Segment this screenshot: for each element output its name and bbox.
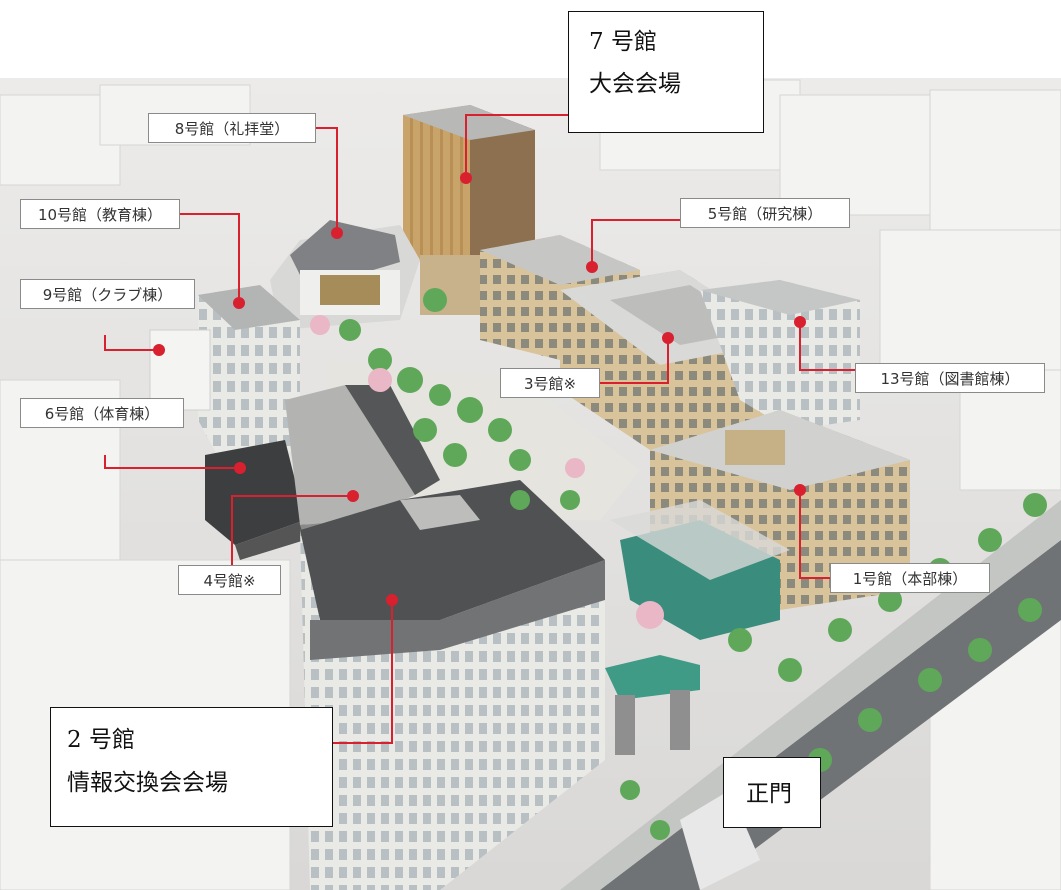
building-8 xyxy=(270,220,420,330)
label-building-9: 9号館（クラブ棟） xyxy=(20,279,195,309)
label-building-5: 5号館（研究棟） xyxy=(680,198,850,228)
label-building-13: 13号館（図書館棟） xyxy=(855,363,1045,393)
building-6 xyxy=(205,440,305,560)
label-building-3: 3号館※ xyxy=(500,368,600,398)
callout-main-gate-label: 正門 xyxy=(746,781,792,807)
sidewalk xyxy=(560,500,1061,890)
label-building-8: 8号館（礼拝堂） xyxy=(148,113,316,143)
building-13 xyxy=(700,280,860,430)
callout-building-2-number: 2 号館 xyxy=(67,727,135,753)
leader-lines xyxy=(104,114,855,744)
trees xyxy=(310,288,1047,840)
label-building-4: 4号館※ xyxy=(178,565,281,595)
callout-building-7-number: 7 号館 xyxy=(589,29,657,55)
label-building-1: 1号館（本部棟） xyxy=(830,563,990,593)
building-7 xyxy=(403,105,535,315)
building-2 xyxy=(300,480,605,890)
building-10-9 xyxy=(149,285,300,460)
label-building-10: 10号館（教育棟） xyxy=(20,199,180,229)
callout-building-2: 2 号館 情報交換会会場 xyxy=(50,707,333,827)
location-dots xyxy=(153,172,806,606)
label-building-6: 6号館（体育棟） xyxy=(20,398,184,428)
callout-main-gate: 正門 xyxy=(723,757,821,828)
callout-building-7-event: 大会会場 xyxy=(589,71,681,97)
main-gate xyxy=(605,655,700,755)
callout-building-2-event: 情報交換会会場 xyxy=(67,770,228,796)
callout-building-7: 7 号館 大会会場 xyxy=(568,11,764,133)
